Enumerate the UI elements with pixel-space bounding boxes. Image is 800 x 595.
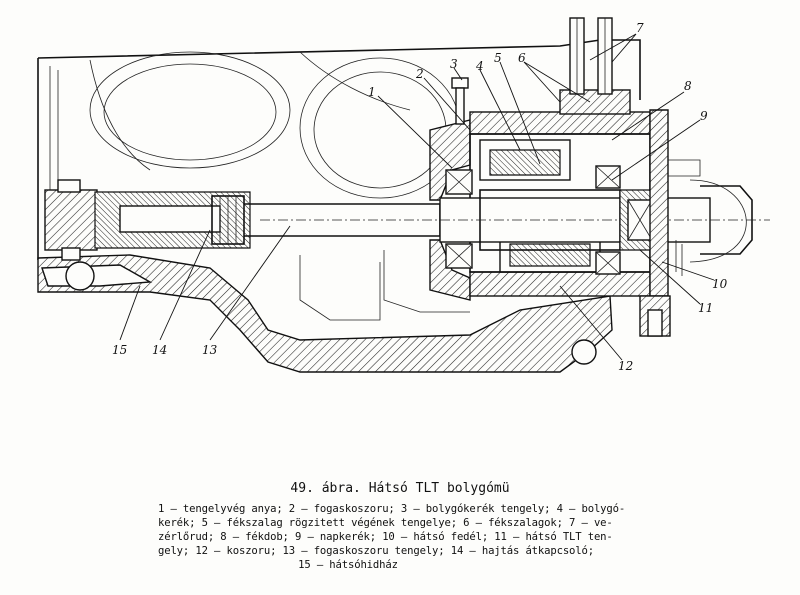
callout-11: 11 [698,301,713,315]
callout-10: 10 [712,277,728,291]
callout-12: 12 [618,359,633,373]
shift-coupler-assembly [44,179,251,261]
planetary-housing [429,111,651,301]
figure-legend: 1 – tengelyvég anya; 2 – fogaskoszoru; 3… [158,502,698,572]
callout-labels: 1 2 3 4 5 6 7 8 9 10 11 12 13 14 15 [112,21,728,373]
figure-caption-title: 49. ábra. Hátsó TLT bolygómü [290,481,510,496]
callout-14: 14 [152,343,167,357]
callout-2: 2 [415,67,424,81]
callout-15: 15 [112,343,127,357]
callout-8: 8 [684,79,692,93]
housing-openings [89,51,470,321]
callout-13: 13 [202,343,218,357]
legend-line: zérlőrud; 8 – fékdob; 9 – napkerék; 10 –… [158,531,613,543]
planet-shaft-bolt [451,77,469,125]
brake-band-and-control-rods [559,17,641,115]
rear-cover [639,109,701,337]
callout-1: 1 [368,85,376,99]
leader-lines [119,33,715,361]
planetary-gear-cross-section-drawing: 1 2 3 4 5 6 7 8 9 10 11 12 13 14 15 [37,17,770,373]
callout-4: 4 [475,59,484,73]
legend-line: 15 – hátsóhidház [298,559,398,571]
callout-9: 9 [700,109,708,123]
rear-axle-housing [37,39,620,373]
bearings [445,165,621,275]
gear-ring-shaft [244,203,441,237]
callout-5: 5 [494,51,502,65]
rear-pto-shaft [439,179,770,263]
callout-7: 7 [636,21,644,35]
legend-line: gely; 12 – koszoru; 13 – fogaskoszoru te… [158,545,594,557]
legend-line: 1 – tengelyvég anya; 2 – fogaskoszoru; 3… [158,503,626,515]
callout-3: 3 [450,57,458,71]
callout-6: 6 [518,51,526,65]
legend-line: kerék; 5 – fékszalag rögzitett végének t… [158,517,613,529]
